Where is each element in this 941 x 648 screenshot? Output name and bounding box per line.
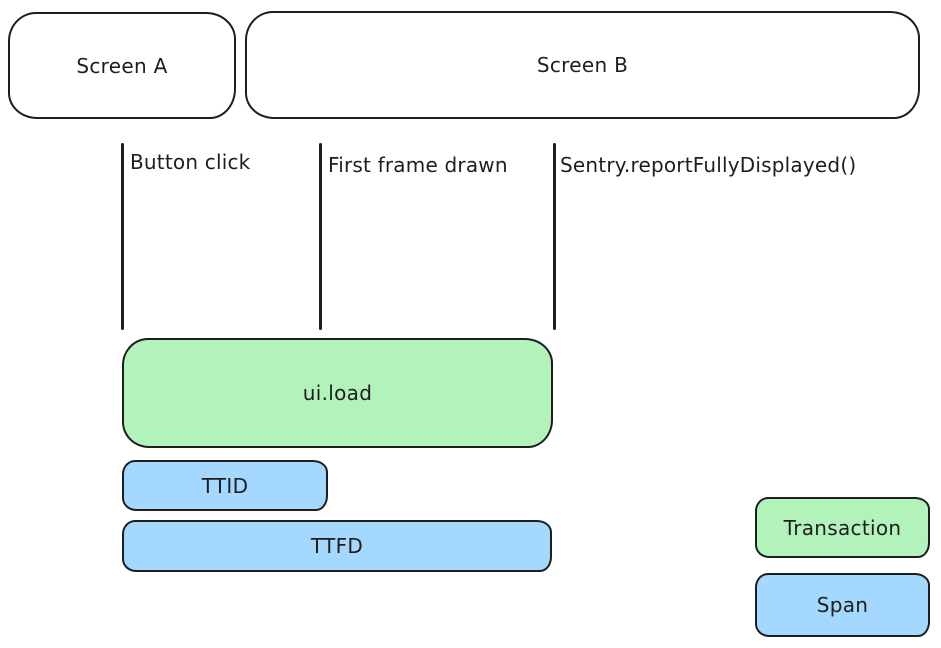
legend-transaction-label: Transaction: [783, 515, 902, 540]
legend-span-label: Span: [816, 593, 869, 617]
event-line-button-click: [121, 143, 124, 330]
span-bar-ttfd-label: TTFD: [310, 534, 364, 558]
event-label-button-click: Button click: [130, 150, 251, 174]
legend-span-box: Span: [755, 573, 930, 637]
event-line-first-frame-drawn: [319, 143, 322, 330]
transaction-bar-ui-load: ui.load: [122, 338, 553, 448]
screen-a-label: Screen A: [76, 53, 168, 78]
event-label-report-fully-displayed: Sentry.reportFullyDisplayed(): [560, 153, 857, 177]
span-bar-ttid: TTID: [122, 460, 328, 511]
screen-a-box: Screen A: [8, 12, 236, 119]
screen-b-box: Screen B: [245, 11, 920, 119]
event-label-first-frame-drawn: First frame drawn: [328, 153, 508, 177]
event-line-report-fully-displayed: [553, 143, 556, 330]
transaction-bar-label: ui.load: [302, 381, 373, 405]
legend-transaction-box: Transaction: [755, 497, 930, 558]
span-bar-ttid-label: TTID: [201, 473, 249, 498]
span-bar-ttfd: TTFD: [122, 520, 552, 572]
screen-b-label: Screen B: [536, 53, 629, 77]
